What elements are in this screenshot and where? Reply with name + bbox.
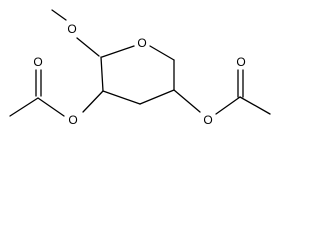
atom-o-ester-left: O — [68, 113, 77, 127]
atom-o-carbonyl-right: O — [236, 55, 245, 69]
atom-o-carbonyl-left: O — [33, 55, 42, 69]
bond-carbonyl-c-methyl-right — [239, 96, 271, 115]
bond-c4-ester-o-right — [173, 89, 201, 113]
bond-ring-o-c5 — [149, 45, 175, 61]
molecule-structure: O O O O O O — [9, 9, 271, 127]
bond-ester-o-carbonyl-c-right — [215, 96, 241, 115]
bond-c1-ring-o — [101, 45, 135, 58]
atom-o-ester-right: O — [203, 113, 212, 127]
bond-c3-c2 — [102, 90, 141, 105]
bond-c2-ester-o-left — [82, 90, 104, 113]
bond-carbonyl-c-methyl-left — [9, 97, 39, 117]
bond-ester-o-carbonyl-c-left — [37, 97, 65, 117]
atom-o-ring: O — [137, 36, 146, 50]
bond-c2-c1 — [100, 56, 104, 92]
bond-methoxy-o-c1 — [76, 37, 100, 57]
bond-methyl-methoxy-o — [51, 9, 67, 21]
atom-o-methoxy: O — [67, 22, 76, 36]
bond-c4-c3 — [139, 89, 175, 105]
